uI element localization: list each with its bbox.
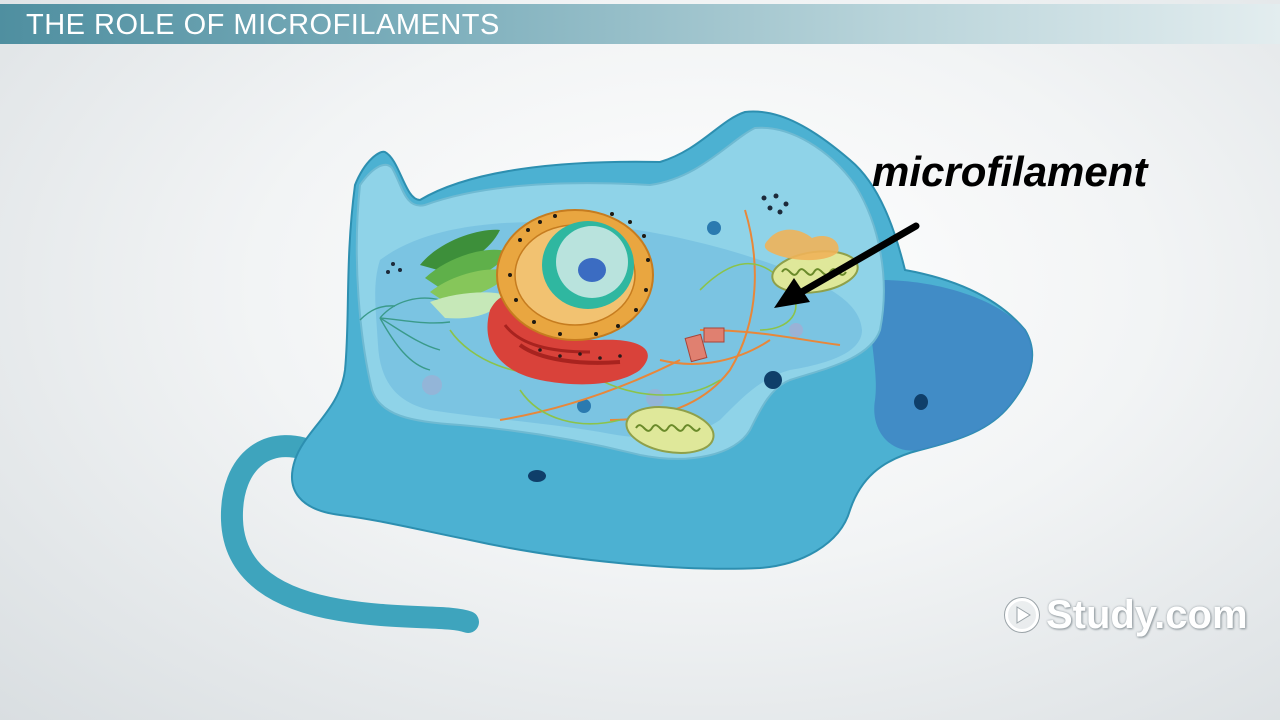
vesicle [646, 389, 664, 407]
pore [914, 394, 928, 410]
vesicle [789, 323, 803, 337]
vesicle [422, 375, 442, 395]
golgi-apparatus [420, 229, 510, 319]
nucleolus [578, 258, 606, 282]
label-arrow [774, 222, 920, 308]
lysosome [764, 229, 839, 261]
vesicle [577, 399, 591, 413]
nucleus [496, 209, 654, 341]
watermark-text: Study.com [1046, 592, 1248, 637]
play-circle-icon [1004, 597, 1040, 633]
vesicle [707, 221, 721, 235]
membrane-right-lobe [870, 280, 1033, 451]
intermediate-filaments [359, 297, 451, 371]
centrosome [684, 327, 725, 363]
pore [764, 371, 782, 389]
study-com-watermark: Study.com [1002, 590, 1248, 640]
ribosomes [386, 193, 789, 274]
slide-title: THE ROLE OF MICROFILAMENTS [26, 9, 500, 41]
mitochondrion [625, 406, 715, 454]
flagellum [220, 435, 479, 633]
pore [528, 470, 546, 482]
microfilament-label: microfilament [872, 148, 1148, 195]
title-bar: THE ROLE OF MICROFILAMENTS [0, 4, 1280, 44]
